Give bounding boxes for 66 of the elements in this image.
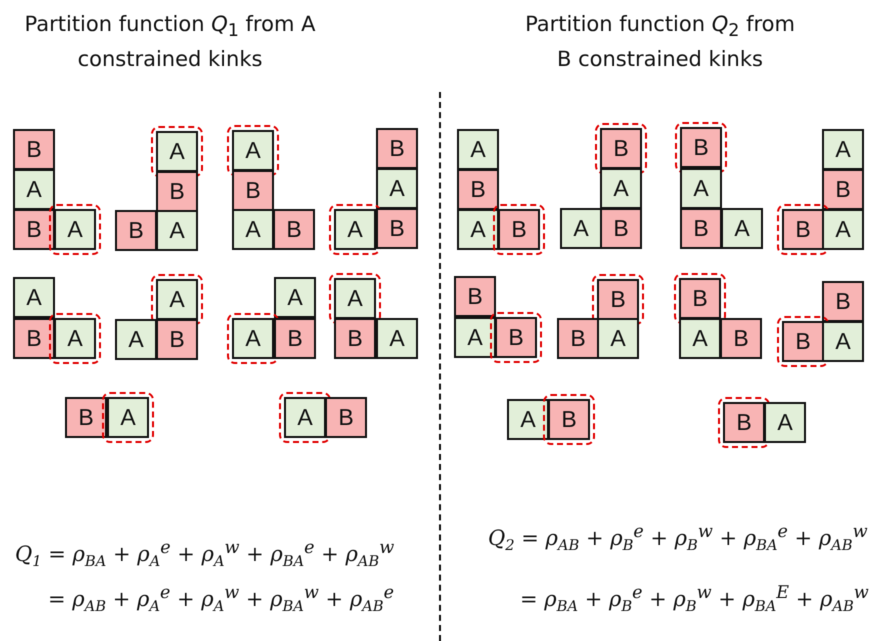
tile: B [495,317,537,358]
tile: A [54,209,96,250]
tile: B [548,399,590,440]
tile: A [156,210,198,251]
tile: A [376,318,418,359]
tile: B [156,171,198,212]
panel-heading: Partition function Q$_{1}$ from A constrained kinks [24,11,316,74]
tile: A [284,397,326,438]
tile: A [274,277,316,318]
tile: B [376,128,418,169]
tile: A [680,168,722,209]
tile: B [115,210,157,251]
tile: B [273,209,315,250]
tile: B [723,402,765,443]
tile: B [597,279,639,320]
tile: B [65,397,107,438]
tile: B [720,318,762,359]
tile: B [232,170,274,211]
tile: A [600,168,642,209]
tile: A [107,397,149,438]
tile: A [232,130,274,171]
tile: B [822,169,864,210]
tile: B [782,209,824,250]
tile: A [679,318,721,359]
tile: B [376,208,418,249]
tile: B [679,278,721,319]
tile: A [376,168,418,209]
tile: B [600,128,642,169]
tile: A [822,321,864,362]
tile: B [498,209,540,250]
tile: A [54,318,96,359]
tile: B [454,276,496,317]
tile: B [156,319,198,360]
tile: B [334,318,376,359]
tile: B [600,208,642,249]
tile: A [156,279,198,320]
tile: A [454,317,496,358]
tile: A [232,209,274,250]
tile: B [13,129,55,170]
tile: A [334,278,376,319]
tile: A [822,129,864,170]
tile: A [507,399,549,440]
tile: B [680,208,722,249]
tile: A [334,209,376,250]
tile: B [274,318,316,359]
tile: B [822,281,864,322]
tile: A [721,208,763,249]
tile: B [13,209,55,250]
tile: A [822,209,864,250]
tile: A [560,208,602,249]
tile: A [13,277,55,318]
tile: A [115,319,157,360]
tile: B [680,127,722,168]
tile: B [457,169,499,210]
tile: B [325,397,367,438]
tile: A [457,129,499,170]
panel-heading: Partition function Q$_{2}$ from B constrained kinks [524,11,796,74]
tile: A [457,209,499,250]
tile: A [597,318,639,359]
tile: B [13,318,55,359]
tile: B [557,318,599,359]
tile: B [782,321,824,362]
tile: A [13,169,55,210]
tile: A [232,318,274,359]
tile: A [156,131,198,172]
tile: A [764,402,806,443]
